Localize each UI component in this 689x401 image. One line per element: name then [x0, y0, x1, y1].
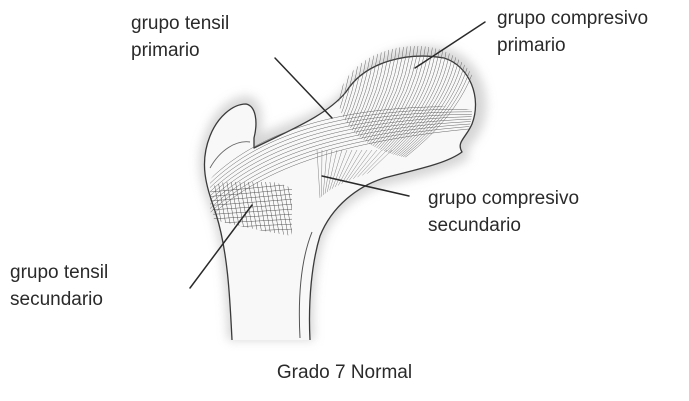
label-tensil-primario-line1: grupo tensil	[131, 10, 229, 37]
label-tensil-primario: grupo tensil primario	[131, 10, 229, 64]
label-tensil-secundario: grupo tensil secundario	[10, 259, 108, 313]
figure-caption: Grado 7 Normal	[0, 362, 689, 384]
label-compresivo-primario: grupo compresivo primario	[497, 5, 648, 59]
label-compresivo-secundario-line2: secundario	[428, 212, 579, 239]
label-compresivo-primario-line2: primario	[497, 32, 648, 59]
label-compresivo-secundario: grupo compresivo secundario	[428, 185, 579, 239]
label-tensil-primario-line2: primario	[131, 37, 229, 64]
leader-tensil-primario	[275, 58, 332, 118]
label-tensil-secundario-line2: secundario	[10, 286, 108, 313]
label-compresivo-primario-line1: grupo compresivo	[497, 5, 648, 32]
label-compresivo-secundario-line1: grupo compresivo	[428, 185, 579, 212]
label-tensil-secundario-line1: grupo tensil	[10, 259, 108, 286]
